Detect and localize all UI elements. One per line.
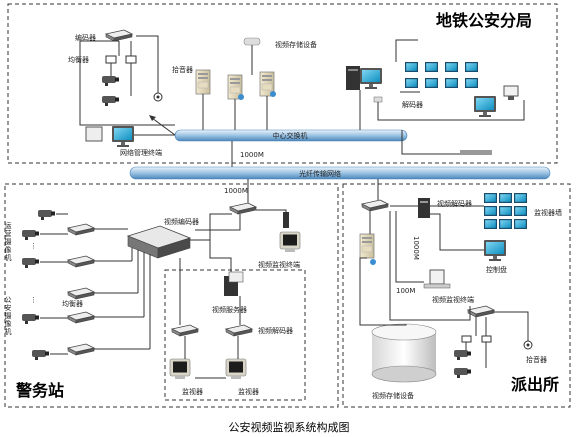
station-terminal	[429, 269, 445, 285]
local-station-region	[342, 183, 571, 408]
hq-encoder	[105, 29, 133, 42]
ops-encoder-1	[67, 223, 95, 236]
police-monitor-a-label: 监视器	[182, 387, 203, 396]
ops-cameras-label: 运营摄像机	[4, 222, 12, 262]
hq-camera-b	[102, 96, 119, 106]
hq-region	[7, 3, 558, 164]
police-switch	[229, 202, 257, 215]
hq-video-wall	[405, 62, 478, 88]
hq-balancer-label: 均衡器	[68, 55, 89, 64]
police-title: 警务站	[15, 381, 64, 400]
police-station-region	[4, 183, 339, 408]
hq-decoder-monitor	[360, 68, 382, 89]
hq-encoder-label: 编码器	[75, 33, 96, 42]
police-uplink-label: 1000M	[224, 187, 248, 195]
hq-decoder-tower	[346, 66, 360, 90]
station-storage-label: 视频存储设备	[372, 391, 414, 400]
station-decoder-label: 视频解码器	[437, 199, 472, 208]
hq-mgmt-monitor	[112, 126, 134, 147]
police-terminal-tower	[283, 212, 289, 228]
hq-large-monitor	[474, 96, 496, 117]
station-uplink-label: 1000M	[412, 236, 420, 260]
police-monitor-b	[225, 358, 247, 380]
hq-balancer-b	[125, 55, 137, 64]
station-wall-label: 监视器墙	[534, 208, 562, 217]
hq-decoder-label: 解码器	[402, 100, 423, 109]
station-server	[359, 233, 375, 259]
police-terminal-label: 视频监视终端	[258, 260, 300, 269]
hq-camera-a	[102, 76, 119, 86]
police-camera-1	[22, 314, 39, 324]
hq-title: 地铁公安分局	[436, 11, 532, 30]
police-server-label: 视频服务器	[212, 305, 247, 314]
police-decoder-a	[171, 324, 199, 337]
ops-dots: ⋮	[30, 242, 37, 250]
hq-storage-label: 视频存储设备	[275, 40, 317, 49]
hq-workstation	[503, 85, 519, 97]
core-switch-arrow	[151, 117, 176, 136]
police-cameras-label: 公安摄像机	[4, 296, 12, 336]
diagram-caption: 公安视频监视系统构成图	[229, 420, 350, 434]
police-balancer-label: 均衡器	[62, 299, 83, 308]
station-console-monitor	[484, 240, 506, 261]
fiber-backbone	[129, 166, 551, 180]
ops-camera-2	[22, 230, 39, 240]
ops-camera-1	[38, 210, 55, 220]
hq-storage-disk	[243, 37, 261, 46]
hq-mgmt-label: 网络管理终端	[120, 148, 162, 157]
police-camera-2	[32, 350, 49, 360]
police-monitor-a	[169, 358, 191, 380]
hq-decoder-box	[373, 96, 383, 103]
hq-uplink-label: 1000M	[240, 151, 264, 159]
station-uplink2-label: 100M	[396, 287, 415, 295]
police-encoder-1	[67, 287, 95, 300]
police-monitor-subregion	[164, 269, 306, 401]
police-decoder-b	[225, 324, 253, 337]
station-camera-a	[454, 350, 471, 360]
station-storage	[371, 323, 437, 383]
station-terminal-label: 视频监视终端	[432, 295, 474, 304]
ops-camera-3	[22, 258, 39, 268]
station-title: 派出所	[511, 375, 559, 394]
hq-balancer-a	[105, 55, 117, 64]
hq-pickup-label: 拾音器	[172, 65, 193, 74]
police-monitor-b-label: 监视器	[238, 387, 259, 396]
station-switch	[361, 199, 389, 212]
station-pickup-label: 拾音器	[526, 355, 547, 364]
police-encoder-2	[67, 311, 95, 324]
hq-rack-unit	[460, 150, 492, 155]
police-decoder-label: 视频解码器	[258, 326, 293, 335]
station-camera-b	[454, 368, 471, 378]
police-dots: ⋮	[30, 296, 37, 304]
core-switch-label: 中心交换机	[273, 131, 308, 140]
hq-server-a	[195, 69, 211, 95]
police-encoder-3	[67, 343, 95, 356]
police-encoder-label: 视频编码器	[164, 217, 199, 226]
fiber-backbone-label: 光纤传输网络	[299, 169, 341, 178]
hq-printer	[85, 126, 103, 142]
station-monitor-wall	[484, 193, 527, 229]
station-encoder	[467, 305, 495, 318]
station-console-label: 控制盘	[486, 265, 507, 274]
arrow-head-icon	[149, 115, 156, 121]
police-terminal-monitor	[279, 231, 301, 253]
station-balancer-b	[481, 335, 492, 343]
station-balancer-a	[461, 335, 472, 343]
ops-encoder-2	[67, 255, 95, 268]
